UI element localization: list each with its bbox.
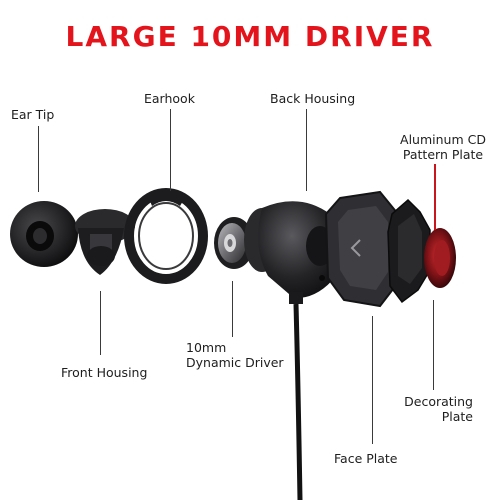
ear-tip-label: Ear Tip (11, 107, 55, 122)
decorating-plate-label: Decorating Plate (395, 394, 473, 424)
front-housing-leader-line (100, 291, 101, 355)
back-housing-leader-line (306, 109, 307, 191)
back-housing-label: Back Housing (270, 91, 356, 106)
ear-tip-leader-line (38, 126, 39, 192)
cable (293, 303, 303, 500)
face-plate-label: Face Plate (334, 451, 398, 466)
face-plate-leader-line (372, 316, 373, 444)
earhook-part (124, 188, 208, 284)
face-plate-part (324, 190, 402, 308)
earhook-leader-line (170, 109, 171, 191)
dynamic-driver-label: 10mm Dynamic Driver (186, 340, 284, 370)
aluminum-cd-plate-part (424, 228, 456, 288)
dynamic-driver-label-line1: 10mm (186, 340, 227, 355)
earhook-label: Earhook (144, 91, 195, 106)
diagram-title: LARGE 10MM DRIVER (65, 20, 435, 53)
decorating-plate-label-line1: Decorating (404, 394, 473, 409)
ear-tip-part (10, 201, 78, 267)
front-housing-label: Front Housing (61, 365, 148, 380)
dynamic-driver-part (214, 217, 254, 269)
front-housing-part (75, 209, 135, 275)
aluminum-cd-label-line2: Pattern Plate (402, 147, 484, 162)
dynamic-driver-label-line2: Dynamic Driver (186, 355, 284, 370)
aluminum-cd-label: Aluminum CD Pattern Plate (396, 132, 490, 162)
aluminum-leader-line (434, 164, 436, 230)
decorating-plate-label-line2: Plate (441, 409, 473, 424)
driver-leader-line (232, 281, 233, 337)
decorating-leader-line (433, 300, 434, 390)
decorating-plate-part (387, 198, 431, 304)
aluminum-cd-label-line1: Aluminum CD (400, 132, 486, 147)
